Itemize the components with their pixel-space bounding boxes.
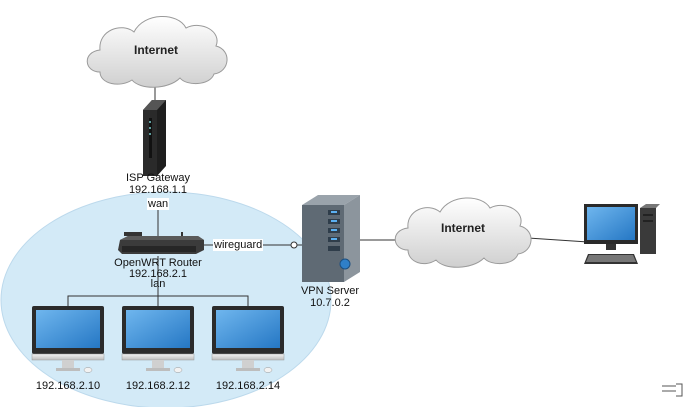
wan-link-label: wan (147, 198, 170, 210)
lan-link-label: lan (150, 278, 166, 290)
lan-monitor-2 (121, 306, 195, 373)
remote-pc-device (584, 204, 660, 264)
isp-gateway-ip: 192.168.1.1 (128, 184, 188, 196)
cloud-right-label: Internet (441, 221, 486, 235)
connection-lines (67, 85, 589, 306)
vpn-server-name: VPN Server (300, 285, 360, 297)
wireguard-link-label: wireguard (213, 239, 264, 251)
router-ip: 192.168.2.1 (128, 268, 188, 280)
lan-client-3-ip: 192.168.2.14 (215, 380, 281, 392)
router-name: OpenWRT Router (114, 257, 202, 269)
lan-monitor-1 (31, 306, 105, 373)
lan-client-1-ip: 192.168.2.10 (35, 380, 101, 392)
vpn-server-ip: 10.7.0.2 (310, 297, 350, 309)
link-cloud-pc (527, 237, 589, 243)
cloud-top-label: Internet (134, 43, 179, 57)
vpn-server-device (302, 195, 360, 282)
cloud-top (86, 15, 228, 88)
wireguard-endpoint (290, 241, 298, 249)
isp-gateway-device (143, 100, 166, 176)
lan-monitor-3 (211, 306, 285, 373)
isp-gateway-name: ISP Gateway (126, 172, 190, 184)
openwrt-router-device (118, 232, 204, 254)
cloud-right (394, 197, 532, 268)
lan-client-2-ip: 192.168.2.12 (125, 380, 191, 392)
resize-handle[interactable] (662, 383, 683, 397)
